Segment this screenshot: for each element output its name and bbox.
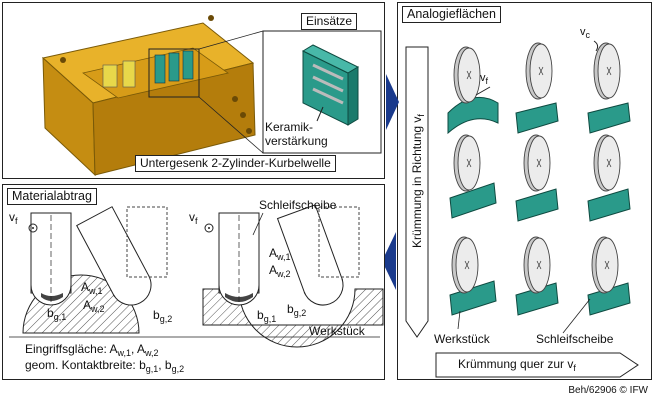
die-illustration: [41, 15, 382, 177]
die-label: Untergesenk 2-Zylinder-Kurbelwelle: [135, 155, 336, 172]
contact-width-caption: geom. Kontaktbreite: bg,1, bg,2: [25, 358, 185, 374]
ceramic-label-2: verstärkung: [265, 134, 328, 148]
analogy-2-1: [449, 134, 497, 219]
vf-mid-label: vf: [189, 210, 198, 226]
wheel-label: Schleifscheibe: [536, 332, 614, 346]
ceramic-label: Keramik-: [265, 120, 314, 134]
vf-left-label: vf: [9, 210, 18, 226]
analogy-1-1: [447, 46, 499, 135]
analogy-1-2: [515, 42, 559, 134]
bg1-left-label: bg,1: [47, 306, 67, 322]
aw2-left-label: Aw,2: [83, 298, 105, 314]
aw2-right-label: Aw,2: [269, 263, 291, 279]
bg2-left-label: bg,2: [153, 308, 173, 324]
panel-removal: Materialabtrag: [2, 184, 385, 380]
aw1-left-label: Aw,1: [81, 280, 103, 296]
bg1-right-label: bg,1: [257, 308, 277, 324]
grinding-wheel-label: Schleifscheibe: [259, 198, 337, 212]
workpiece-removal-label: Werkstück: [309, 324, 365, 338]
analogy-2-3: [587, 134, 631, 222]
analogy-3-2: [515, 236, 559, 316]
panel-analogies: Analogieflächen: [397, 2, 652, 380]
analogy-3-1: [449, 236, 497, 316]
panel-die: Einsätze Keramik- verstärkung Untergesen…: [2, 2, 385, 179]
vertical-curvature-label: Krümmung in Richtung vf: [410, 114, 426, 248]
horizontal-curvature-label: Krümmung quer zur vf: [458, 357, 576, 373]
analogy-2-2: [515, 134, 559, 222]
analogy-grid: [405, 40, 639, 378]
workpiece-label: Werkstück: [434, 332, 490, 346]
inserts-label: Einsätze: [301, 13, 358, 30]
removal-title: Materialabtrag: [7, 188, 97, 205]
analogy-1-3: [587, 42, 631, 134]
analogy-3-3: [587, 236, 631, 316]
contact-area-caption: Eingriffsgläche: Aw,1, Aw,2: [25, 342, 159, 358]
removal-illustration: [9, 204, 384, 348]
vc-label: vc: [580, 26, 590, 40]
vf-label-analogy: vf: [480, 72, 489, 86]
aw1-right-label: Aw,1: [269, 246, 291, 262]
bg2-right-label: bg,2: [287, 302, 307, 318]
analogies-title: Analogieflächen: [402, 6, 501, 23]
credit-label: Beh/62906 © IFW: [568, 385, 648, 396]
